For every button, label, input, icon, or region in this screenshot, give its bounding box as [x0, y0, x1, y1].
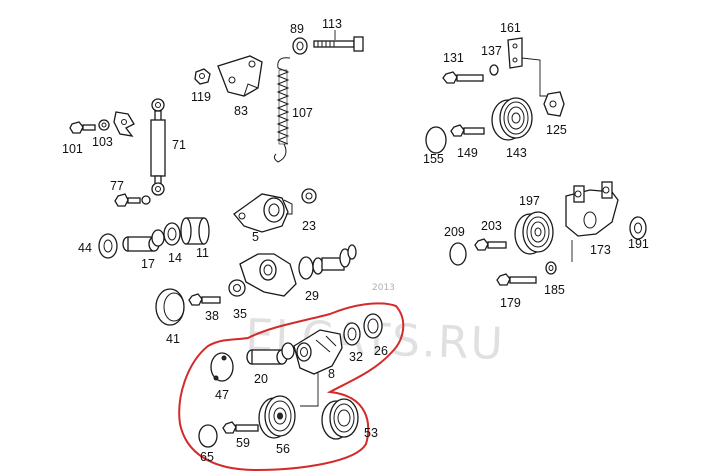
- label-131: 131: [443, 51, 464, 65]
- label-83: 83: [234, 104, 248, 118]
- part-77-bolt: [114, 193, 151, 207]
- label-103: 103: [92, 135, 113, 149]
- label-203: 203: [481, 219, 502, 233]
- label-5: 5: [252, 230, 259, 244]
- label-17: 17: [141, 257, 155, 271]
- part-137-washer: [489, 64, 499, 76]
- label-53: 53: [364, 426, 378, 440]
- part-203-bolt: [474, 238, 507, 251]
- label-113: 113: [322, 17, 342, 31]
- part-113-bolt: [313, 30, 364, 52]
- part-20-pin: [246, 342, 295, 365]
- label-149: 149: [457, 146, 478, 160]
- label-197: 197: [519, 194, 540, 208]
- label-179: 179: [500, 296, 521, 310]
- part-44-cap: [98, 233, 118, 259]
- part-11-bushing: [180, 217, 210, 245]
- part-17-pin: [122, 229, 165, 252]
- part-179-bolt: [496, 273, 537, 286]
- part-173-bracket: [565, 181, 619, 262]
- part-83-bracket: [217, 55, 263, 97]
- part-107-spring: [273, 57, 291, 163]
- part-59-bolt: [222, 421, 259, 434]
- label-20: 20: [254, 372, 268, 386]
- label-89: 89: [290, 22, 304, 36]
- label-14: 14: [168, 251, 182, 265]
- part-41-cap: [155, 288, 185, 326]
- part-101-bolt: [69, 121, 96, 134]
- part-119-nut: [194, 68, 211, 85]
- label-41: 41: [166, 332, 180, 346]
- part-155-cap: [425, 126, 447, 154]
- part-131-bolt: [442, 71, 484, 84]
- part-29-tensioner-body: [239, 244, 357, 297]
- part-89-bushing: [292, 37, 308, 55]
- label-23: 23: [302, 219, 316, 233]
- label-56: 56: [276, 442, 290, 456]
- label-137: 137: [481, 44, 502, 58]
- part-191-washer: [629, 216, 647, 240]
- part-161-clip: [507, 37, 552, 97]
- part-8-arm: [293, 329, 343, 407]
- part-56-pulley: [258, 395, 296, 439]
- part-14-seal: [163, 222, 181, 246]
- label-185: 185: [544, 283, 565, 297]
- label-26: 26: [374, 344, 388, 358]
- watermark-stamp: 2013: [372, 283, 395, 293]
- part-71-damper: [150, 98, 166, 196]
- part-209-cap: [449, 242, 467, 266]
- highlight-outline: [178, 302, 405, 472]
- part-32-seal: [343, 322, 361, 346]
- clip: [113, 111, 135, 137]
- callout-labels: 89 113 119 83 107 101 103 71 77 5 23 44 …: [62, 17, 649, 464]
- label-35: 35: [233, 307, 247, 321]
- label-161: 161: [500, 21, 521, 35]
- part-149-bolt: [450, 124, 485, 137]
- label-32: 32: [349, 350, 363, 364]
- label-77: 77: [110, 179, 124, 193]
- part-143-pulley: [491, 97, 533, 141]
- part-23-washer: [301, 188, 317, 204]
- label-143: 143: [506, 146, 527, 160]
- label-65: 65: [200, 450, 214, 464]
- part-35-washer: [228, 279, 246, 297]
- label-71: 71: [172, 138, 186, 152]
- part-197-pulley: [514, 211, 554, 255]
- label-11: 11: [196, 246, 209, 260]
- label-173: 173: [590, 243, 611, 257]
- part-53-pulley: [321, 398, 359, 440]
- part-65-cap: [198, 424, 218, 448]
- label-155: 155: [423, 152, 444, 166]
- label-125: 125: [546, 123, 567, 137]
- part-103-washer: [98, 119, 110, 131]
- label-38: 38: [205, 309, 219, 323]
- label-191: 191: [628, 237, 649, 251]
- label-44: 44: [78, 241, 92, 255]
- label-8: 8: [328, 367, 335, 381]
- label-29: 29: [305, 289, 319, 303]
- part-26-bushing: [363, 313, 383, 339]
- label-119: 119: [191, 90, 211, 104]
- label-59: 59: [236, 436, 250, 450]
- label-101: 101: [62, 142, 83, 156]
- part-5-tensioner-arm: [233, 193, 293, 233]
- part-38-bolt: [188, 293, 221, 306]
- label-47: 47: [215, 388, 229, 402]
- label-107: 107: [292, 106, 313, 120]
- part-185-washer: [545, 261, 557, 275]
- part-125-bracket: [543, 91, 565, 117]
- label-209: 209: [444, 225, 465, 239]
- part-47-cap: [210, 352, 234, 382]
